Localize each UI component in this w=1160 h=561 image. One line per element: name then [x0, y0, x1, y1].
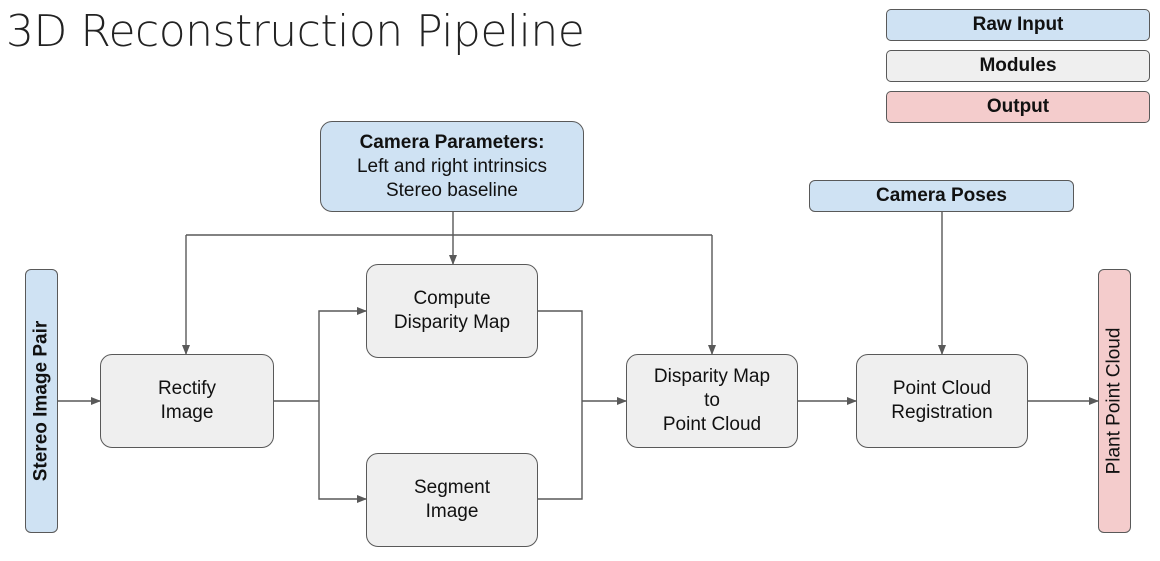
node-camera-poses: Camera Poses — [809, 180, 1074, 212]
node-compute-disparity-map: Compute Disparity Map — [366, 264, 538, 358]
camera-parameters-line1: Left and right intrinsics — [356, 155, 548, 177]
node-plant-point-cloud: Plant Point Cloud — [1098, 269, 1131, 533]
node-camera-parameters: Camera Parameters: Left and right intrin… — [320, 121, 584, 212]
disparity-to-cloud-line2: to — [704, 390, 720, 411]
stereo-image-pair-label: Stereo Image Pair — [30, 320, 52, 482]
camera-poses-label: Camera Poses — [876, 185, 1007, 206]
registration-line2: Registration — [891, 402, 993, 423]
legend-raw-input: Raw Input — [886, 9, 1150, 41]
arrow-to-segment — [318, 401, 367, 503]
rectify-image-line1: Rectify — [157, 378, 217, 399]
node-rectify-image: Rectify Image — [100, 354, 274, 448]
camera-parameters-heading: Camera Parameters: — [359, 131, 545, 153]
line-segment-out — [538, 401, 583, 500]
rectify-image-line2: Image — [160, 402, 214, 423]
arrow-to-compute — [318, 307, 367, 401]
node-disparity-map-to-point-cloud: Disparity Map to Point Cloud — [626, 354, 798, 448]
disparity-to-cloud-line3: Point Cloud — [662, 414, 762, 435]
segment-image-line2: Image — [425, 501, 479, 522]
legend-modules: Modules — [886, 50, 1150, 82]
disparity-to-cloud-line1: Disparity Map — [653, 366, 771, 387]
plant-point-cloud-label: Plant Point Cloud — [1103, 327, 1125, 475]
legend-output-label: Output — [986, 96, 1050, 117]
node-point-cloud-registration: Point Cloud Registration — [856, 354, 1028, 448]
legend-raw-input-label: Raw Input — [972, 14, 1064, 35]
registration-line1: Point Cloud — [892, 378, 992, 399]
segment-image-line1: Segment — [413, 477, 491, 498]
node-segment-image: Segment Image — [366, 453, 538, 547]
node-stereo-image-pair: Stereo Image Pair — [25, 269, 58, 533]
diagram-title: 3D Reconstruction Pipeline — [6, 6, 585, 57]
compute-disparity-line1: Compute — [413, 288, 491, 309]
compute-disparity-line2: Disparity Map — [393, 312, 511, 333]
camera-parameters-line2: Stereo baseline — [385, 179, 519, 201]
legend-output: Output — [886, 91, 1150, 123]
legend-modules-label: Modules — [979, 55, 1057, 76]
line-compute-out — [538, 310, 583, 401]
